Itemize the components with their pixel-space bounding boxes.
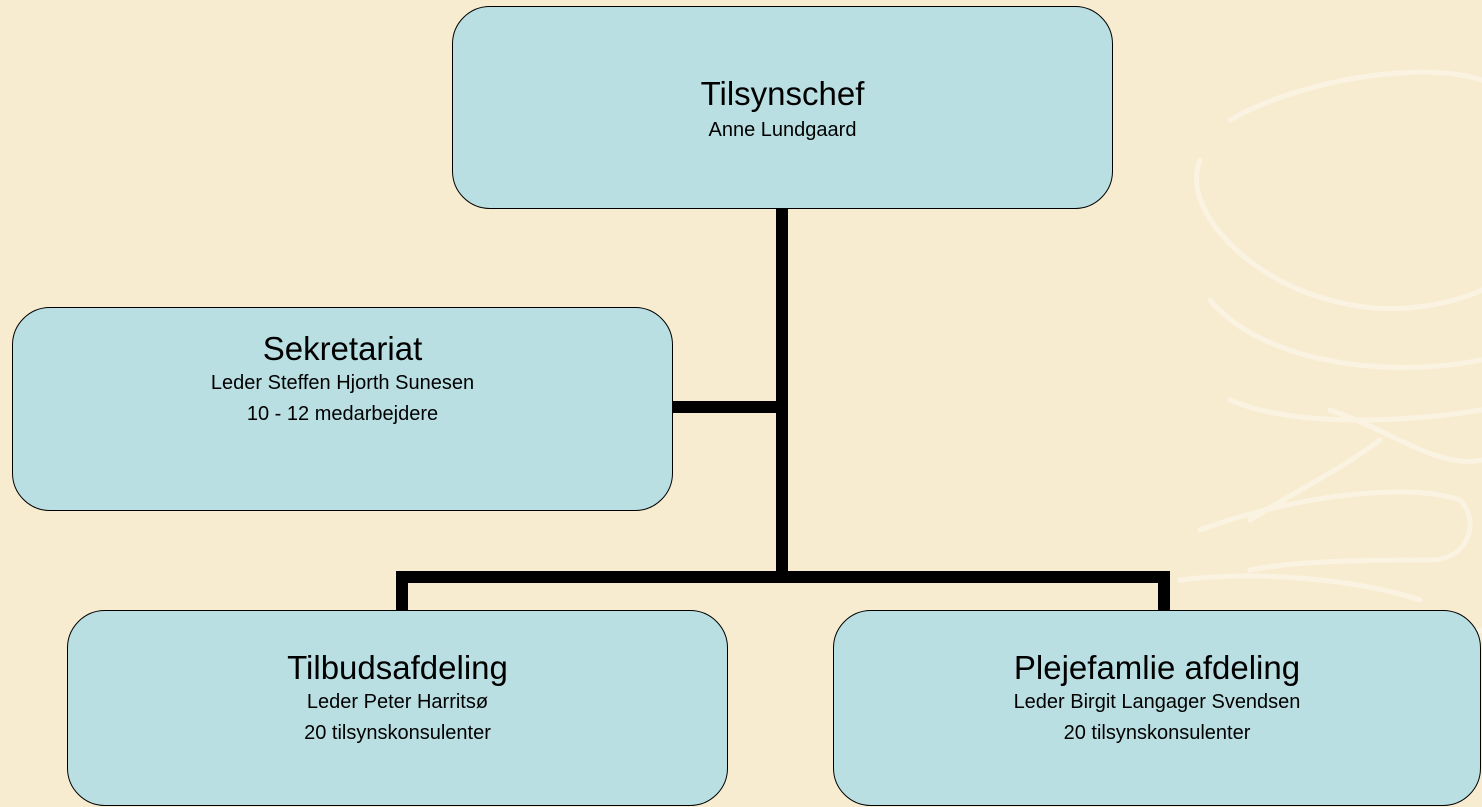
node-foster-leader: Leder Birgit Langager Svendsen — [1013, 691, 1301, 713]
node-offer-title: Tilbudsafdeling — [287, 649, 508, 686]
node-secretariat-leader: Leder Steffen Hjorth Sunesen — [210, 372, 475, 394]
node-foster-title: Plejefamlie afdeling — [1013, 649, 1301, 686]
node-foster-staff: 20 tilsynskonsulenter — [1063, 722, 1251, 744]
node-chief-title: Tilsynschef — [700, 75, 865, 112]
node-offer-department: Tilbudsafdeling Leder Peter Harritsø 20 … — [67, 610, 728, 806]
node-offer-leader: Leder Peter Harritsø — [306, 691, 489, 713]
node-foster-department: Plejefamlie afdeling Leder Birgit Langag… — [833, 610, 1481, 806]
node-secretariat-staff: 10 - 12 medarbejdere — [246, 403, 439, 425]
node-secretariat: Sekretariat Leder Steffen Hjorth Sunesen… — [12, 307, 673, 511]
node-chief-name: Anne Lundgaard — [708, 119, 857, 141]
node-chief: Tilsynschef Anne Lundgaard — [452, 6, 1113, 209]
node-offer-staff: 20 tilsynskonsulenter — [304, 722, 491, 744]
node-secretariat-title: Sekretariat — [262, 330, 423, 367]
